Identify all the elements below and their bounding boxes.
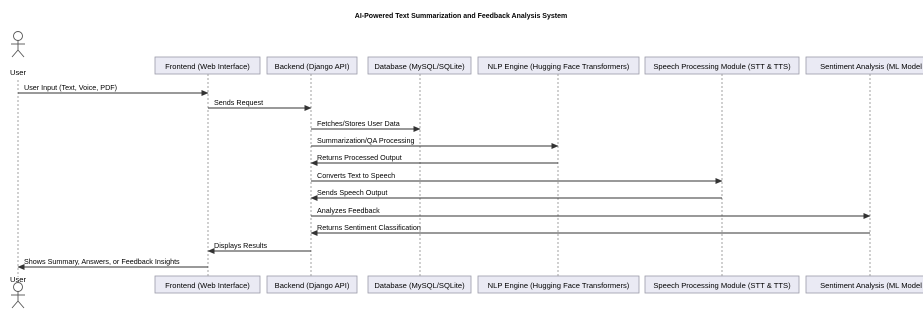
participant-box-top-2: Backend (Django API) bbox=[266, 56, 358, 75]
participant-box-top-4: NLP Engine (Hugging Face Transformers) bbox=[477, 56, 640, 75]
participant-label: Speech Processing Module (STT & TTS) bbox=[653, 281, 791, 290]
actor-label-bottom: User bbox=[10, 275, 27, 284]
message-label: Shows Summary, Answers, or Feedback Insi… bbox=[24, 257, 180, 266]
participant-box-top-1: Frontend (Web Interface) bbox=[154, 56, 261, 75]
participant-box-bottom-1: Frontend (Web Interface) bbox=[154, 275, 261, 294]
user-actor-icon bbox=[11, 282, 25, 309]
diagram-title: AI-Powered Text Summarization and Feedba… bbox=[355, 13, 567, 20]
participant-label: Speech Processing Module (STT & TTS) bbox=[653, 62, 791, 71]
participant-label: Backend (Django API) bbox=[275, 62, 350, 71]
message-label: Analyzes Feedback bbox=[317, 206, 380, 215]
participant-box-bottom-6: Sentiment Analysis (ML Model bbox=[805, 275, 923, 294]
message-2: Sends Request bbox=[208, 98, 312, 111]
participant-box-bottom-3: Database (MySQL/SQLite) bbox=[367, 275, 472, 294]
participant-box-bottom-5: Speech Processing Module (STT & TTS) bbox=[644, 275, 800, 294]
message-4: Summarization/QA Processing bbox=[311, 136, 559, 149]
actor-label-top: User bbox=[10, 68, 27, 77]
message-7: Sends Speech Output bbox=[310, 188, 722, 201]
participant-label: NLP Engine (Hugging Face Transformers) bbox=[488, 62, 630, 71]
message-6: Converts Text to Speech bbox=[311, 171, 723, 184]
message-label: Returns Processed Output bbox=[317, 153, 402, 162]
message-label: Returns Sentiment Classification bbox=[317, 223, 421, 232]
message-label: Displays Results bbox=[214, 241, 268, 250]
participant-label: Database (MySQL/SQLite) bbox=[374, 281, 465, 290]
messages: User Input (Text, Voice, PDF) Sends Reque… bbox=[17, 83, 871, 270]
lifelines bbox=[17, 74, 871, 277]
message-9: Returns Sentiment Classification bbox=[310, 223, 870, 236]
message-10: Displays Results bbox=[207, 241, 311, 254]
participant-box-top-3: Database (MySQL/SQLite) bbox=[367, 56, 472, 75]
message-8: Analyzes Feedback bbox=[311, 206, 871, 219]
message-label: Summarization/QA Processing bbox=[317, 136, 414, 145]
participant-label: Sentiment Analysis (ML Model bbox=[820, 62, 922, 71]
message-1: User Input (Text, Voice, PDF) bbox=[18, 83, 209, 96]
participant-label: Frontend (Web Interface) bbox=[165, 281, 250, 290]
participant-box-bottom-2: Backend (Django API) bbox=[266, 275, 358, 294]
participant-label: Database (MySQL/SQLite) bbox=[374, 62, 465, 71]
participant-box-bottom-4: NLP Engine (Hugging Face Transformers) bbox=[477, 275, 640, 294]
message-label: Sends Request bbox=[214, 98, 263, 107]
user-actor-icon bbox=[11, 31, 25, 58]
message-5: Returns Processed Output bbox=[310, 153, 558, 166]
message-11: Shows Summary, Answers, or Feedback Insi… bbox=[17, 257, 208, 270]
message-3: Fetches/Stores User Data bbox=[311, 119, 421, 132]
participant-label: Frontend (Web Interface) bbox=[165, 62, 250, 71]
message-label: Fetches/Stores User Data bbox=[317, 119, 400, 128]
participant-box-top-5: Speech Processing Module (STT & TTS) bbox=[644, 56, 800, 75]
message-label: Sends Speech Output bbox=[317, 188, 387, 197]
participant-label: Sentiment Analysis (ML Model bbox=[820, 281, 922, 290]
message-label: Converts Text to Speech bbox=[317, 171, 395, 180]
participant-label: NLP Engine (Hugging Face Transformers) bbox=[488, 281, 630, 290]
participant-label: Backend (Django API) bbox=[275, 281, 350, 290]
participant-box-top-6: Sentiment Analysis (ML Model bbox=[805, 56, 923, 75]
message-label: User Input (Text, Voice, PDF) bbox=[24, 83, 117, 92]
participant-boxes: Frontend (Web Interface) Backend (Django … bbox=[154, 56, 923, 294]
